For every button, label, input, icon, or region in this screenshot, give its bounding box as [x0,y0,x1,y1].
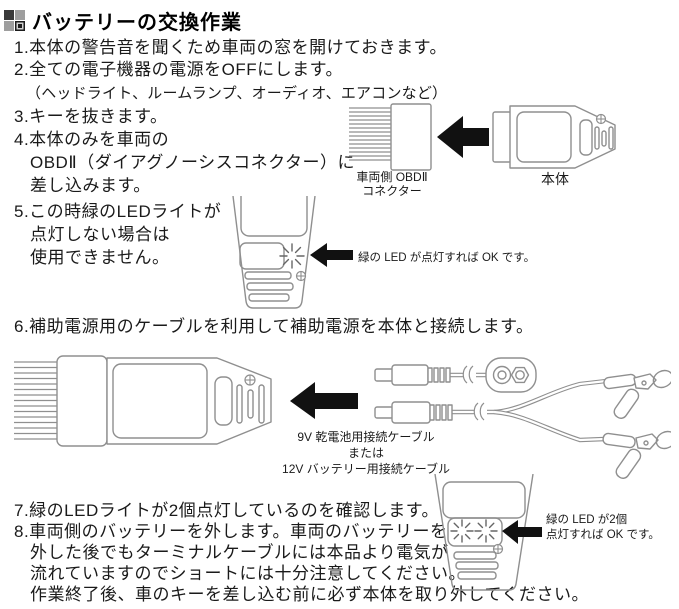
led-check-diagram [232,196,353,309]
step-5-line-3: 使用できません。 [30,248,170,267]
main-unit-drawing [492,105,616,169]
screw-icon [295,270,307,282]
arrow-left-icon [310,243,353,267]
aux-power-cable-diagram [14,355,671,479]
page-title: バッテリーの交換作業 [32,12,242,34]
step-8-line-4: 作業終了後、車のキーを差し込む前に必ず本体を取り外してください。 [30,585,589,604]
title-squares-icon [4,10,25,31]
arrow-left-icon [437,116,489,158]
step-4-line-1: 4.本体のみを車両の [14,130,170,149]
step-2: 2.全ての電子機器の電源をOFFにします。 [14,60,343,79]
arrow-left-icon [290,382,358,419]
main-unit-label: 本体 [541,171,569,187]
led-ok-label: 緑の LED が点灯すれば OK です。 [358,252,536,264]
step-2-note: （ヘッドライト、ルームランプ、オーディオ、エアコンなど） [26,85,448,102]
step-1: 1.本体の警告音を聞くため車両の窓を開けておきます。 [14,38,447,57]
led-starburst-icon [474,519,498,543]
step-5-line-2: 点灯しない場合は [30,225,170,244]
step-6: 6.補助電源用のケーブルを利用して補助電源を本体と接続します。 [14,317,534,336]
led-starburst-icon [279,243,305,269]
step-4-line-2: OBDⅡ（ダイアグノーシスコネクター）に [30,153,355,172]
page-title-row: バッテリーの交換作業 [4,6,242,35]
obd-connector-pins-icon [349,103,432,171]
obd-connection-diagram [349,103,616,171]
alligator-clip-icon [602,430,671,479]
led-starburst-icon [450,519,474,543]
obd-connector-pins-icon [14,361,57,440]
arrow-left-icon [502,520,542,544]
alligator-clip-icon [603,369,671,419]
screw-icon [595,113,607,125]
12v-clip-cable-drawing [374,369,671,479]
step-8-line-1: 8.車両側のバッテリーを外します。車両のバッテリーを [14,522,448,541]
step-8-line-2: 外した後でもターミナルケーブルには本品より電気が [30,543,449,562]
step-5-line-1: 5.この時緑のLEDライトが [14,202,222,221]
step-8-line-3: 流れていますのでショートには十分注意してください。 [30,564,466,583]
screw-icon [492,543,504,555]
obd-connector-label: 車両側 OBDⅡ コネクター [356,170,428,198]
step-7: 7.緑のLEDライトが2個点灯しているのを確認します。 [14,501,439,520]
cable-type-label: 9V 乾電池用接続ケーブル または 12V バッテリー用接続ケーブル [282,430,450,476]
step-3: 3.キーを抜きます。 [14,107,168,126]
main-unit-drawing [56,355,272,447]
double-led-check-diagram [434,474,542,591]
9v-snap-cable-drawing [374,357,537,393]
step-4-line-3: 差し込みます。 [30,176,151,195]
screw-icon [244,374,256,386]
double-led-ok-label: 緑の LED が2個 点灯すれば OK です。 [546,514,660,541]
